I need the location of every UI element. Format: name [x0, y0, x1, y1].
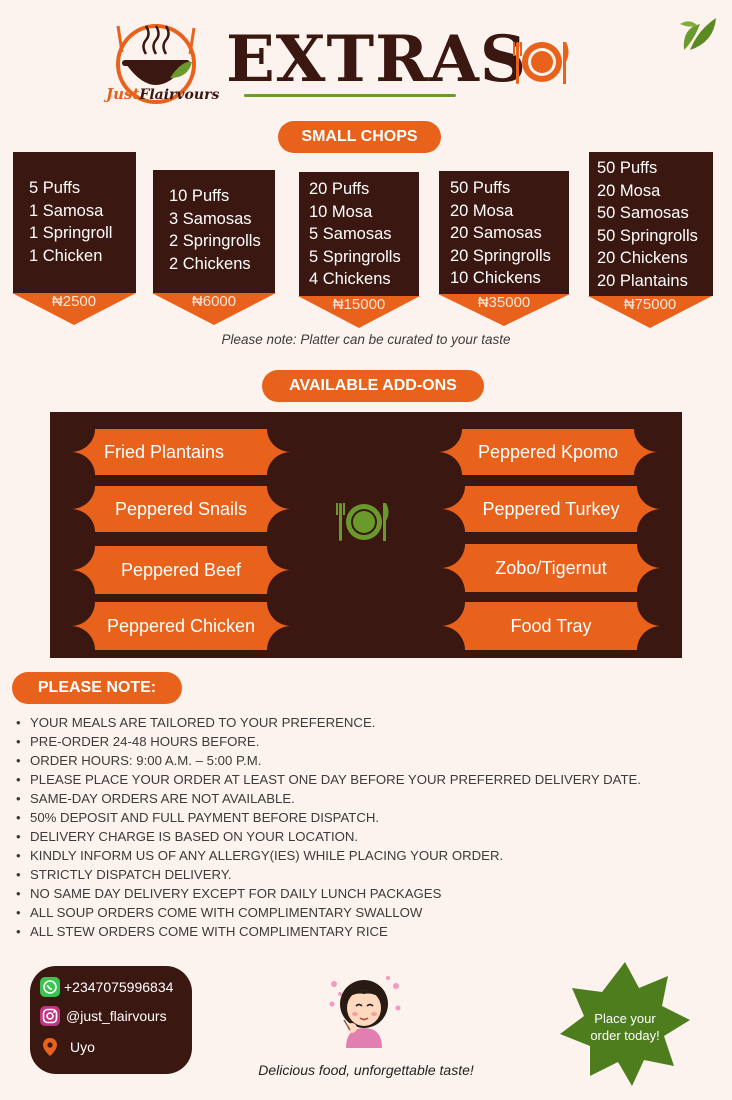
note-item: ALL SOUP ORDERS COME WITH COMPLIMENTARY …: [14, 903, 714, 922]
addon-ticket: Peppered Turkey: [441, 486, 661, 532]
addon-label: Food Tray: [510, 615, 592, 636]
notes-list: YOUR MEALS ARE TAILORED TO YOUR PREFEREN…: [14, 713, 714, 941]
note-item: DELIVERY CHARGE IS BASED ON YOUR LOCATIO…: [14, 827, 714, 846]
package-item: 4 Chickens: [309, 270, 391, 288]
package-item: 2 Chickens: [169, 254, 251, 273]
addon-label: Peppered Kpomo: [477, 441, 619, 462]
package-item: 20 Mosa: [597, 181, 661, 200]
package-item: 2 Springrolls: [169, 232, 261, 250]
package-card-1: 5 Puffs 1 Samosa 1 Springroll 1 Chicken: [13, 152, 136, 293]
note-item: SAME-DAY ORDERS ARE NOT AVAILABLE.: [14, 789, 714, 808]
girl-eating-illustration: [329, 976, 401, 1048]
logo-text-flairvours: Flairvours: [139, 87, 220, 103]
package-price: ₦15000: [332, 296, 386, 313]
tagline: Delicious food, unforgettable taste!: [258, 1062, 474, 1078]
addon-ticket: Zobo/Tigernut: [441, 544, 661, 592]
package-card-5: 50 Puffs 20 Mosa 50 Samosas 50 Springrol…: [589, 152, 713, 296]
platter-note: Please note: Platter can be curated to y…: [221, 332, 511, 347]
phone-number: +2347075996834: [64, 979, 174, 995]
small-chops-label: SMALL CHOPS: [278, 121, 441, 153]
note-item: YOUR MEALS ARE TAILORED TO YOUR PREFEREN…: [14, 713, 714, 732]
phone-row[interactable]: +2347075996834: [40, 977, 173, 997]
logo-text: JustFlairvours: [106, 84, 219, 105]
package-card-2: 10 Puffs 3 Samosas 2 Springrolls 2 Chick…: [153, 170, 275, 293]
package-item: 20 Mosa: [450, 201, 514, 220]
package-item: 50 Springrolls: [597, 226, 698, 245]
leaf-icon: [680, 18, 716, 50]
package-item: 5 Samosas: [309, 225, 392, 243]
package-item: 10 Puffs: [169, 187, 230, 205]
note-item: ORDER HOURS: 9:00 A.M. – 5:00 P.M.: [14, 751, 714, 770]
note-item: PRE-ORDER 24-48 HOURS BEFORE.: [14, 732, 714, 751]
note-item: ALL STEW ORDERS COME WITH COMPLIMENTARY …: [14, 922, 714, 941]
location-row: Uyo: [40, 1037, 95, 1057]
addon-label: Peppered Beef: [120, 559, 242, 580]
addon-label: Peppered Snails: [114, 498, 248, 519]
price-tag-1: ₦2500: [12, 293, 136, 325]
title-underline: [244, 94, 456, 97]
cta-line: Place your: [594, 1011, 656, 1026]
addon-label: Fried Plantains: [104, 441, 225, 462]
location-text: Uyo: [70, 1039, 95, 1055]
logo-pot-icon: [116, 24, 196, 104]
addon-ticket: Peppered Chicken: [71, 602, 291, 650]
price-tag-3: ₦15000: [298, 296, 420, 328]
package-item: 1 Samosa: [29, 201, 104, 220]
package-item: 3 Samosas: [169, 209, 252, 228]
instagram-icon: [40, 1006, 60, 1026]
note-item: NO SAME DAY DELIVERY EXCEPT FOR DAILY LU…: [14, 884, 714, 903]
instagram-handle: @just_flairvours: [66, 1008, 167, 1024]
logo-text-just: Just: [106, 85, 140, 103]
addon-label: Zobo/Tigernut: [495, 557, 607, 578]
package-price: ₦75000: [623, 296, 677, 313]
brand-logo: JustFlairvours: [104, 20, 219, 124]
package-item: 1 Chicken: [29, 246, 103, 265]
addon-ticket: Peppered Snails: [71, 486, 291, 532]
note-item: PLEASE PLACE YOUR ORDER AT LEAST ONE DAY…: [14, 770, 714, 789]
package-item: 5 Springrolls: [309, 247, 401, 266]
addon-ticket: Peppered Kpomo: [438, 429, 658, 475]
contact-card: +2347075996834 @just_flairvours Uyo: [30, 966, 192, 1074]
package-item: 20 Samosas: [450, 224, 542, 242]
package-item: 50 Puffs: [450, 179, 511, 197]
please-note-label: PLEASE NOTE:: [12, 672, 182, 704]
package-card-3: 20 Puffs 10 Mosa 5 Samosas 5 Springrolls…: [299, 172, 419, 296]
addon-label: Peppered Turkey: [482, 498, 620, 519]
price-tag-5: ₦75000: [588, 296, 712, 328]
note-item: KINDLY INFORM US OF ANY ALLERGY(IES) WHI…: [14, 846, 714, 865]
addon-ticket: Peppered Beef: [71, 546, 291, 594]
package-card-4: 50 Puffs 20 Mosa 20 Samosas 20 Springrol…: [439, 171, 569, 294]
addon-ticket: Fried Plantains: [71, 429, 291, 475]
location-pin-icon: [43, 1038, 57, 1056]
price-tag-4: ₦35000: [438, 294, 570, 326]
price-tag-2: ₦6000: [152, 293, 276, 325]
package-item: 20 Springrolls: [450, 246, 551, 265]
addons-label: AVAILABLE ADD-ONS: [262, 370, 484, 402]
package-price: ₦2500: [51, 293, 97, 310]
note-item: STRICTLY DISPATCH DELIVERY.: [14, 865, 714, 884]
plate-cutlery-icon: [513, 42, 569, 84]
addon-label: Peppered Chicken: [106, 615, 256, 636]
package-item: 20 Puffs: [309, 180, 370, 198]
package-item: 1 Springroll: [29, 224, 113, 242]
package-item: 5 Puffs: [29, 179, 81, 197]
addon-ticket: Food Tray: [441, 602, 661, 650]
package-price: ₦35000: [477, 294, 531, 311]
package-item: 20 Chickens: [597, 249, 688, 267]
whatsapp-icon: [40, 977, 60, 997]
package-item: 50 Puffs: [597, 159, 658, 177]
plate-cutlery-icon: [336, 503, 389, 541]
package-item: 20 Plantains: [597, 271, 688, 290]
cta-line: order today!: [590, 1028, 660, 1043]
note-item: 50% DEPOSIT AND FULL PAYMENT BEFORE DISP…: [14, 808, 714, 827]
package-item: 10 Chickens: [450, 269, 541, 287]
package-item: 50 Samosas: [597, 204, 689, 222]
page-title: EXTRAS: [226, 22, 528, 97]
package-item: 10 Mosa: [309, 202, 373, 221]
cta-starburst: [560, 962, 690, 1086]
instagram-row[interactable]: @just_flairvours: [40, 1006, 167, 1026]
cta-text[interactable]: Place your order today!: [578, 1010, 672, 1044]
package-price: ₦6000: [191, 293, 237, 310]
